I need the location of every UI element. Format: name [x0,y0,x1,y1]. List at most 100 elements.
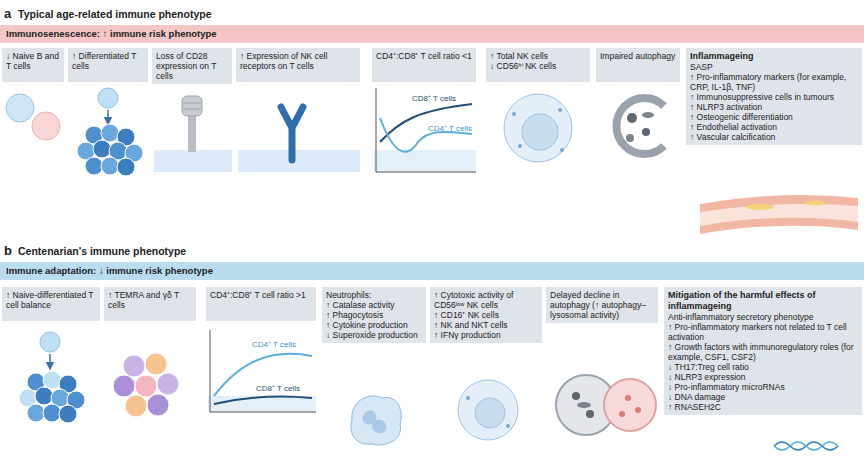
cell-membrane [154,150,232,172]
enzyme [635,407,641,413]
box-text: ↑ Naive-differentiated T cell balance [6,290,96,310]
box-item: ↑ RNASEH2C [668,402,858,412]
curve-label: CD4⁺ T cells [252,338,296,349]
feature-box: ↑ Naive-differentiated T cell balance [2,287,100,321]
t-cell [117,158,135,176]
artery-wall [700,195,858,234]
curve-label: CD8⁺ T cells [412,92,456,103]
granule [506,424,510,428]
t-cell [93,140,111,158]
box-text: ↑ Expression of NK cell receptors on T c… [240,51,356,71]
t-cell [43,404,61,422]
nk-nucleus [475,398,505,428]
cell-membrane [238,150,360,172]
box-text: ↑ Cytotoxic activity of CD56ˡᵒʷ NK cells [434,290,538,310]
t-cell [101,157,119,175]
t-cell [27,404,45,422]
cd4-curve [380,118,472,152]
mitochondrion [642,112,654,118]
feature-box: InflammageingSASP↑ Pro-inflammatory mark… [686,48,862,145]
box-text: ↑ TEMRA and γδ T cells [108,290,192,310]
t-cell [35,387,53,405]
precursor-cell [98,88,118,108]
box-item: ↓ DNA damage [668,392,858,402]
neutrophil [351,396,401,445]
box-text: Immune adaptation: ↓ immune risk phenoty… [6,265,858,277]
panel-heading: Typical age-related immune phenotype [18,8,212,20]
lysosome [604,379,656,431]
box-item: ↑ CD16⁺ NK cells [434,310,538,320]
box-item: ↑ Growth factors with immunoregulatory r… [668,342,858,362]
cargo [627,113,637,123]
cd8-curve [214,396,312,404]
box-item: ↑ Catalase activity [326,300,422,310]
phenotype-band: Immunosenescence: ↑ immune risk phenotyp… [0,25,864,43]
nk-cell [458,380,518,440]
feature-box: ↑ TEMRA and γδ T cells [104,287,196,321]
granule [558,108,562,112]
differentiation-arrow [107,110,109,121]
t-cell [85,157,103,175]
t-cell [59,405,77,423]
t-cell [125,395,147,417]
box-text: Delayed decline in autophagy (↑ autophag… [550,290,654,320]
box-item: ↓ Superoxide production [326,330,422,340]
feature-box: ↑ Total NK cells↓ CD56ʰⁱ NK cells [486,48,590,82]
box-item: ↑ Vascular calcification [690,132,858,142]
cd4-curve [214,354,312,396]
cargo [642,128,650,136]
phenotype-band: Immune adaptation: ↓ immune risk phenoty… [0,262,864,280]
feature-box: Delayed decline in autophagy (↑ autophag… [546,287,658,323]
mitochondrion [577,402,591,408]
box-text: ↓ Naive B and T cells [6,51,60,71]
nk-cell [504,94,572,162]
feature-box: ↑ Cytotoxic activity of CD56ˡᵒʷ NK cells… [430,287,542,343]
receptor-ridge [183,103,201,104]
dna-strand [774,442,838,450]
temra-cluster [113,353,179,417]
t-cell [145,353,167,375]
cargo [572,392,580,400]
box-item: ↑ NK and NKT cells [434,320,538,330]
artery-lumen [700,204,858,226]
box-item: ↑ Cytokine production [326,320,422,330]
calcification [746,204,774,210]
feature-box: Neutrophils:↑ Catalase activity↑ Phagocy… [322,287,426,343]
lobed-nucleus [362,410,386,433]
granule [466,396,470,400]
granule [512,112,516,116]
cargo [586,410,594,418]
box-text: Mitigation of the harmful effects of inf… [668,290,858,312]
feature-box: CD4⁺:CD8⁺ T cell ratio >1 [206,287,316,321]
box-item: ↑ Osteogenic differentiation [690,112,858,122]
nk-nucleus [522,114,558,150]
differentiation-arrow [49,354,51,366]
box-text: CD4⁺:CD8⁺ T cell ratio >1 [210,290,312,300]
cargo [626,134,634,142]
feature-box: CD4⁺:CD8⁺ T cell ratio <1 [372,48,476,82]
naive-t-cell [32,112,60,140]
receptor-stalk [188,112,196,152]
box-text: ↑ Differentiated T cells [72,51,144,71]
box-item: ↓ CD56ʰⁱ NK cells [490,61,586,71]
t-cell [101,124,119,142]
panel-heading: Centenarian's immune phenotype [18,245,186,257]
receptor-ridge [183,109,201,110]
feature-box: ↑ Expression of NK cell receptors on T c… [236,48,360,82]
t-cell [123,355,145,377]
feature-box: Mitigation of the harmful effects of inf… [664,287,862,415]
box-item: ↑ Phagocytosis [326,310,422,320]
box-item: SASP [690,62,858,72]
box-text: Loss of CD28 expression on T cells [156,51,228,81]
t-cell [43,371,61,389]
feature-box: ↓ Naive B and T cells [2,48,64,82]
box-item: ↑ NLRP3 activation [690,102,858,112]
box-text: Inflammageing [690,51,858,62]
differentiated-cell-cluster [77,124,143,176]
t-cell [147,394,169,416]
autophagosome [616,98,664,154]
box-text: CD4⁺:CD8⁺ T cell ratio <1 [376,51,472,61]
box-item: ↑ Pro-inflammatory markers (for example,… [690,72,858,92]
panel-heading: a [4,6,11,21]
box-text: Immunosenescence: ↑ immune risk phenotyp… [6,28,858,40]
